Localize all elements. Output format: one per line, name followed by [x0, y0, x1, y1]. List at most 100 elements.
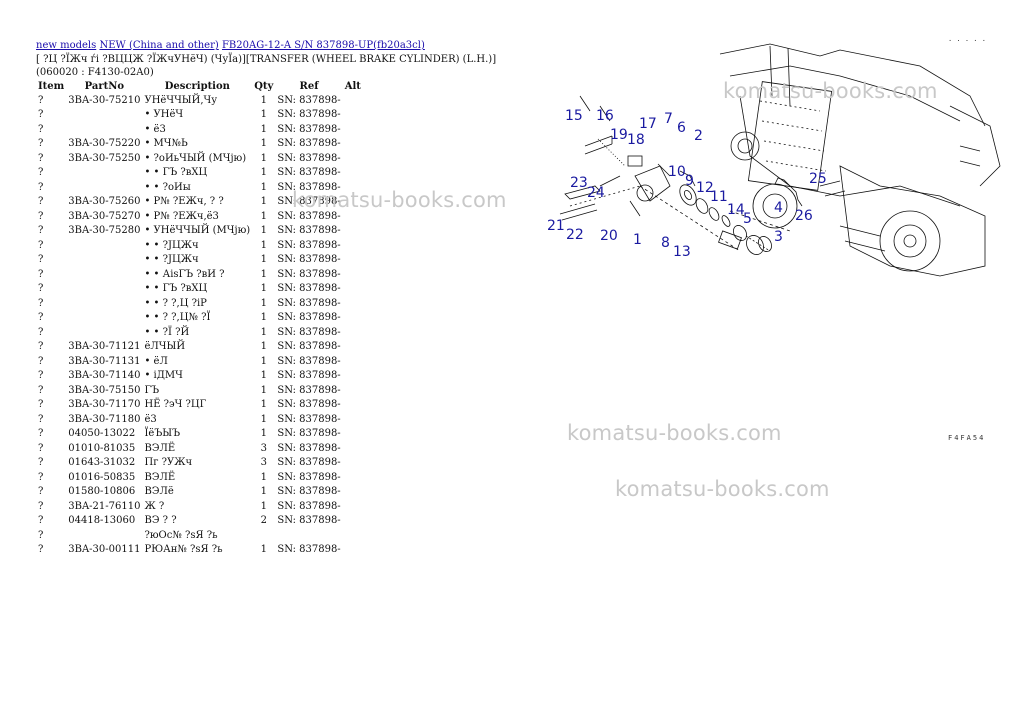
cell-alt [343, 123, 363, 138]
col-qty: Qty [254, 80, 274, 92]
cell-alt [343, 94, 363, 109]
cell-alt [343, 369, 363, 384]
drum-left [730, 131, 760, 161]
watermark: komatsu-books.com [292, 188, 507, 212]
cell-alt [343, 514, 363, 529]
cell-qty: 1 [260, 167, 267, 178]
cell-partno: 3BA-30-75250 [68, 152, 141, 164]
cell-description: ё3 [144, 413, 157, 425]
cell-ref [275, 529, 342, 544]
frame-body [739, 95, 961, 207]
cell-alt [343, 326, 363, 341]
callout-17: 17 [639, 116, 657, 132]
cell-alt [343, 297, 363, 312]
cell-ref: SN: 837898- [277, 254, 341, 265]
frame-inner [729, 65, 961, 122]
callout-23: 23 [570, 175, 588, 191]
cell-alt [343, 239, 363, 254]
cell-alt [343, 340, 363, 355]
cell-description: РЮАн№ ?sЯ ?ь [144, 544, 223, 555]
cell-description: НЁ ?эЧ ?ЦГ [144, 399, 207, 410]
breadcrumb-link-model[interactable]: FB20AG-12-A S/N 837898-UP(fb20a3cl) [221, 40, 425, 51]
cell-item: ? [38, 471, 44, 483]
cell-qty: 1 [260, 239, 267, 251]
cell-partno [66, 108, 142, 123]
wheel-hub [879, 210, 941, 272]
cell-description: ГЪ [144, 384, 160, 396]
cell-partno: 3BA-30-75210 [68, 94, 141, 106]
cell-alt [343, 398, 363, 413]
cell-item: ? [38, 457, 44, 468]
fitting-16 [627, 155, 643, 167]
cell-partno: 3BA-30-71140 [68, 370, 141, 381]
cell-ref: SN: 837898- [277, 138, 341, 149]
callout-26: 26 [795, 208, 813, 224]
cell-partno [66, 268, 142, 283]
cell-description: • • АisГЪ ?вИ ? [144, 268, 225, 280]
cell-qty: 1 [260, 297, 267, 309]
cell-partno: 01580-10806 [68, 486, 136, 497]
cell-ref: SN: 837898- [277, 297, 341, 309]
cell-ref: SN: 837898- [277, 210, 341, 222]
cell-item: ? [38, 370, 44, 381]
cell-alt [343, 529, 363, 544]
cell-item: ? [38, 138, 44, 149]
cell-description: • ё3 [144, 123, 166, 135]
cell-ref: SN: 837898- [277, 399, 341, 410]
breadcrumb-link-new-models[interactable]: new models [36, 40, 97, 51]
cell-qty: 1 [260, 384, 267, 396]
cell-alt [343, 268, 363, 283]
breadcrumb-link-new-china[interactable]: NEW (China and other) [99, 40, 219, 51]
cell-ref: SN: 837898- [277, 413, 341, 425]
cell-qty: 1 [260, 471, 267, 483]
cell-ref: SN: 837898- [277, 109, 341, 120]
callout-19: 19 [610, 127, 628, 143]
table-row: ??юОс№ ?sЯ ?ь [36, 529, 363, 544]
cell-ref: SN: 837898- [277, 326, 341, 338]
cell-item: ? [38, 544, 44, 555]
cell-item: ? [38, 225, 44, 236]
cell-ref: SN: 837898- [277, 486, 341, 497]
cell-qty: 1 [260, 196, 267, 207]
callout-10: 10 [668, 164, 686, 180]
cell-partno [66, 166, 142, 181]
callout-22: 22 [566, 227, 584, 243]
callout-20: 20 [600, 228, 618, 244]
parts-table: Item PartNo Description Qty Ref Alt ?3BA… [36, 80, 363, 558]
cell-partno: 3BA-30-71131 [68, 355, 141, 367]
cell-description: УНёЧЧЫЙ,Чу [144, 94, 218, 106]
cell-partno: 3BA-30-75260 [68, 196, 141, 207]
cell-description: • ёЛ [144, 355, 168, 367]
cell-partno [66, 529, 142, 544]
cell-ref: SN: 837898- [277, 239, 341, 251]
callout-15: 15 [565, 108, 583, 124]
cell-item: ? [38, 341, 44, 352]
cell-item: ? [38, 94, 44, 106]
cell-qty: 1 [260, 486, 267, 497]
cell-partno: 3BA-21-76110 [68, 500, 141, 512]
cell-description: • Р№ ?ЕЖч,ё3 [144, 210, 219, 222]
cell-description: ?юОс№ ?sЯ ?ь [144, 529, 218, 541]
cell-qty: 1 [260, 152, 267, 164]
callout-4: 4 [774, 200, 783, 216]
watermark: komatsu-books.com [615, 477, 830, 501]
callout-25: 25 [809, 171, 827, 187]
cell-partno: 3BA-30-75280 [68, 225, 141, 236]
cell-ref: SN: 837898- [277, 152, 341, 164]
callout-12: 12 [696, 180, 714, 196]
cell-description: • МЧ№Ь [144, 138, 188, 149]
callout-2: 2 [694, 128, 703, 144]
cell-ref: SN: 837898- [277, 428, 341, 439]
fitting-15 [584, 135, 613, 155]
cell-ref: SN: 837898- [277, 167, 341, 178]
cell-item: ? [38, 515, 44, 526]
cell-alt [343, 543, 363, 558]
